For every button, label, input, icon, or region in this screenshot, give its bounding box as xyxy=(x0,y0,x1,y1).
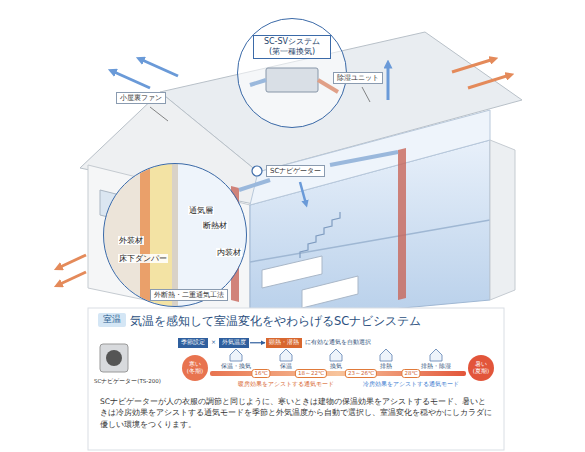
stairs xyxy=(300,212,340,258)
mode-icons xyxy=(230,349,442,361)
air-arrow xyxy=(140,59,178,76)
air-arrow xyxy=(58,272,86,285)
category-badge: 室温 xyxy=(98,313,126,327)
season-circle-text: 寒い (冬期) xyxy=(184,361,206,374)
air-arrow xyxy=(58,255,86,268)
label-box-text: 除湿ユニット xyxy=(337,74,379,82)
duct xyxy=(330,152,398,165)
house-icon xyxy=(430,349,442,361)
wall-section-bg xyxy=(100,160,250,310)
temperature-bar xyxy=(210,371,466,376)
callout-circle: 通気層断熱材外装材内装材床下ダンパー xyxy=(103,163,247,307)
callout-circle-fill xyxy=(238,19,346,127)
temperature-value: 23～26℃ xyxy=(345,369,377,378)
temperature-value: 18～22℃ xyxy=(295,369,327,378)
air-layer xyxy=(140,160,150,310)
air-arrow xyxy=(387,64,390,100)
house-icon xyxy=(280,349,292,361)
callout-circle-text: 外装材 xyxy=(118,236,144,245)
setting-box: 季節設定 xyxy=(178,338,208,348)
label-box: SCナビゲーター xyxy=(266,165,325,177)
leader-line xyxy=(150,107,168,121)
exterior-cladding xyxy=(100,160,140,310)
mode-label: 換気 xyxy=(330,363,342,370)
temperature-value: 28℃ xyxy=(401,369,420,378)
setting-box: 外気温度 xyxy=(219,338,249,348)
mode-label: 保温 xyxy=(280,363,292,370)
navigator-dial xyxy=(106,350,122,366)
mode-label: 排熱・除湿 xyxy=(421,363,451,370)
season-circle: 暑い (夏期) xyxy=(468,355,494,381)
callout-circle-text: 通気層 xyxy=(188,206,214,215)
air-arrow xyxy=(300,182,306,204)
device-caption: SCナビゲーター(TS-200) xyxy=(94,378,161,385)
temperature-value: 16℃ xyxy=(251,369,270,378)
sofa xyxy=(262,256,322,288)
mode-caption: 冷房効果をアシストする通気モード xyxy=(363,381,459,388)
flow-text: に有効な通気を自動選択 xyxy=(305,339,371,346)
callout-circle: SC-SVシステム (第一種換気) xyxy=(237,18,347,128)
callout-circle-text: 内装材 xyxy=(216,248,242,257)
side-wall xyxy=(490,140,515,300)
setting-box-text: 顕熱・潜熱 xyxy=(269,339,299,347)
callout-circle-text: 床下ダンパー xyxy=(118,254,168,263)
label-box-text: 外断熱・二重通気工法 xyxy=(154,291,224,299)
flow-arrow xyxy=(250,342,265,343)
floor-line xyxy=(250,220,490,262)
mode-caption: 暖房効果をアシストする通気モード xyxy=(238,381,334,388)
duct xyxy=(398,148,406,300)
category-badge-text: 室温 xyxy=(103,314,121,326)
operator-symbol: × xyxy=(211,338,216,345)
setting-box: 顕熱・潜熱 xyxy=(266,338,302,348)
label-box: 外断熱・二重通気工法 xyxy=(150,289,228,301)
sofa xyxy=(302,276,358,308)
navigator-device xyxy=(100,344,128,372)
air-arrow xyxy=(112,71,150,88)
season-circle: 寒い (冬期) xyxy=(182,355,208,381)
house-icon xyxy=(330,349,342,361)
insulation xyxy=(150,160,172,310)
air-arrow xyxy=(452,59,494,72)
label-box: 除湿ユニット xyxy=(333,72,383,84)
label-box-text: 小屋裏ファン xyxy=(120,94,162,102)
interior-board xyxy=(172,160,178,310)
house-icon xyxy=(380,349,392,361)
navigator-device xyxy=(252,166,262,176)
air-arrow xyxy=(468,75,510,88)
info-panel xyxy=(88,308,504,450)
ventilation-unit xyxy=(266,68,318,92)
callout-circle-text: SC-SVシステム (第一種換気) xyxy=(253,35,331,59)
setting-box-text: 外気温度 xyxy=(222,339,246,347)
mode-label: 保温・換気 xyxy=(221,363,251,370)
label-box: 小屋裏ファン xyxy=(116,92,166,104)
label-box-text: SCナビゲーター xyxy=(270,167,321,175)
duct xyxy=(239,180,270,190)
info-panel-text: SCナビゲーターが人の衣服の調節と同じように、寒いときは建物の保温効果をアシスト… xyxy=(100,396,492,430)
wall-section xyxy=(100,160,250,310)
mode-label: 排熱 xyxy=(380,363,392,370)
info-panel-text: 気温を感知して室温変化をやわらげるSCナビシステム xyxy=(130,314,421,329)
callout-circle-text: 断熱材 xyxy=(202,221,228,230)
house-icon xyxy=(230,349,242,361)
setting-box-text: 季節設定 xyxy=(181,339,205,347)
duct xyxy=(250,80,266,85)
leader-line xyxy=(362,87,370,102)
season-circle-text: 暑い (夏期) xyxy=(470,361,492,374)
